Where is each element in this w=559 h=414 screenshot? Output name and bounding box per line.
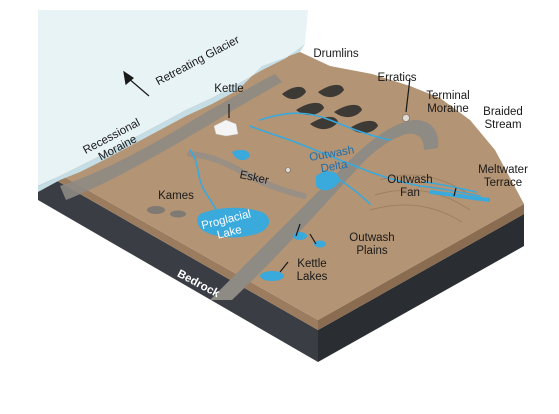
label-outwash-plains: Outwash Plains	[349, 232, 395, 257]
esker-ridge	[187, 151, 307, 199]
kettle-lake-3	[260, 271, 284, 281]
streams	[189, 112, 481, 213]
annotation-arrows	[123, 70, 457, 273]
label-meltwater-terrace: Meltwater Terrace	[478, 164, 528, 189]
kettle-pond	[232, 149, 250, 161]
ground-left-edge	[38, 162, 318, 330]
water-features	[197, 149, 490, 281]
label-kettle-lakes: Kettle Lakes	[296, 258, 328, 283]
label-kames: Kames	[158, 190, 194, 202]
label-braided-stream: Braided Stream	[483, 106, 523, 131]
recessional-moraine-ridge	[60, 74, 282, 200]
glacier-ice-edge	[38, 44, 305, 192]
label-outwash-fan: Outwash Fan	[387, 174, 433, 199]
outwash-delta-water	[316, 171, 340, 191]
kames	[147, 206, 186, 218]
meltwater-channel	[430, 190, 490, 202]
proglacial-lake	[197, 207, 270, 238]
label-erratics: Erratics	[377, 72, 417, 84]
kettle-lake-2	[314, 240, 326, 248]
bedrock-left-face	[38, 170, 318, 362]
label-kettle: Kettle	[214, 83, 244, 95]
bedrock-right-face	[318, 214, 524, 362]
terminal-moraine-ridge	[210, 120, 439, 300]
label-drumlins: Drumlins	[313, 48, 359, 60]
ground-right-edge	[318, 204, 524, 330]
erratics	[285, 114, 410, 173]
kettle-lake-1	[293, 232, 307, 240]
glacier-ice	[38, 10, 308, 186]
kettle-ice-block	[213, 119, 239, 137]
label-terminal-moraine: Terminal Moraine	[426, 90, 470, 115]
